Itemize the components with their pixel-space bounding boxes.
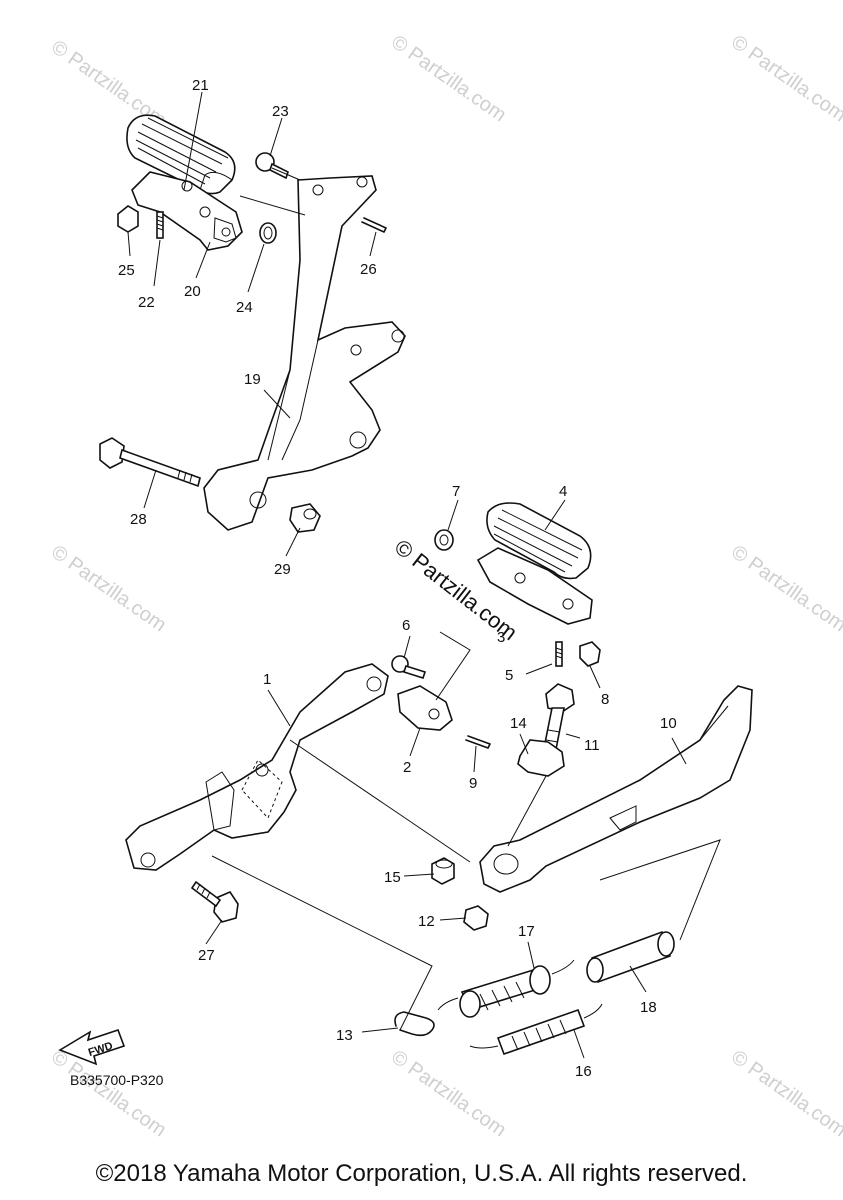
copyright-notice: ©2018 Yamaha Motor Corporation, U.S.A. A…	[95, 1160, 748, 1187]
part-14-guide	[517, 739, 565, 777]
assembly-line	[507, 775, 547, 847]
part-label-1: 1	[263, 671, 271, 688]
part-8-nut	[579, 641, 601, 667]
part-label-15: 15	[384, 869, 401, 886]
part-19-bracket	[203, 175, 406, 531]
part-12-nut	[463, 905, 489, 931]
part-10-sidestand	[479, 685, 753, 893]
part-label-4: 4	[559, 483, 567, 500]
assembly-line	[289, 739, 471, 863]
part-label-29: 29	[274, 561, 291, 578]
part-15-collar	[431, 857, 455, 885]
part-label-13: 13	[336, 1027, 353, 1044]
watermark: © Partzilla.com	[387, 1046, 510, 1141]
part-21-footrest-rubber	[126, 114, 236, 195]
leader-lines	[127, 91, 687, 1059]
part-4-footrest-rubber	[486, 502, 592, 580]
part-6-pin	[391, 655, 427, 679]
part-label-16: 16	[575, 1063, 592, 1080]
part-label-5: 5	[505, 667, 513, 684]
part-3-footrest	[476, 547, 593, 625]
part-label-14: 14	[510, 715, 527, 732]
part-16-spring	[469, 1003, 603, 1056]
watermark: © Partzilla.com	[47, 1046, 170, 1141]
part-18-cover	[586, 930, 675, 984]
assembly-line	[239, 195, 306, 216]
part-22-bolt	[156, 211, 164, 239]
part-1-arm	[125, 663, 389, 871]
assembly-line	[435, 631, 471, 701]
watermark: © Partzilla.com	[47, 541, 170, 636]
part-label-7: 7	[452, 483, 460, 500]
assembly-line	[211, 855, 433, 1031]
part-label-28: 28	[130, 511, 147, 528]
part-label-12: 12	[418, 913, 435, 930]
part-23-pin	[255, 152, 289, 180]
part-label-2: 2	[403, 759, 411, 776]
part-29-collar	[289, 503, 321, 533]
part-20-footrest	[131, 171, 243, 251]
watermark: © Partzilla.com	[727, 1046, 843, 1141]
part-label-23: 23	[272, 103, 289, 120]
part-25-nut	[117, 205, 139, 233]
part-label-27: 27	[198, 947, 215, 964]
stand-assembly	[125, 502, 753, 1056]
watermark: © Partzilla.com	[727, 541, 843, 636]
part-label-18: 18	[640, 999, 657, 1016]
part-26-cotter-pin	[361, 217, 387, 233]
part-label-21: 21	[192, 77, 209, 94]
part-label-20: 20	[184, 283, 201, 300]
part-label-9: 9	[469, 775, 477, 792]
part-5-bolt	[555, 641, 563, 667]
part-label-8: 8	[601, 691, 609, 708]
rear-footrest-assembly	[99, 114, 406, 533]
assembly-line	[271, 167, 301, 181]
part-24-spring	[259, 222, 277, 244]
part-7-spring	[434, 529, 454, 551]
diagram-code: B335700-P320	[70, 1072, 164, 1088]
part-13-clip	[394, 1011, 435, 1037]
part-2-pivot	[397, 685, 453, 731]
part-label-3: 3	[497, 629, 505, 646]
part-label-22: 22	[138, 294, 155, 311]
part-label-11: 11	[584, 737, 600, 754]
part-label-17: 17	[518, 923, 535, 940]
part-27-bolt	[190, 880, 239, 923]
part-label-26: 26	[360, 261, 377, 278]
assembly-line	[599, 839, 721, 941]
part-label-19: 19	[244, 371, 261, 388]
part-label-25: 25	[118, 262, 135, 279]
part-label-10: 10	[660, 715, 677, 732]
part-labels: 21 23 25 22 20 24 26 19 28 29 7 4 3 6 5 …	[118, 77, 677, 1080]
part-9-cotter-pin	[465, 735, 491, 749]
watermark: © Partzilla.com	[727, 31, 843, 126]
part-label-24: 24	[236, 299, 253, 316]
part-label-6: 6	[402, 617, 410, 634]
watermark: © Partzilla.com	[387, 31, 510, 126]
part-17-spring	[437, 959, 575, 1018]
part-28-bolt	[99, 437, 201, 488]
